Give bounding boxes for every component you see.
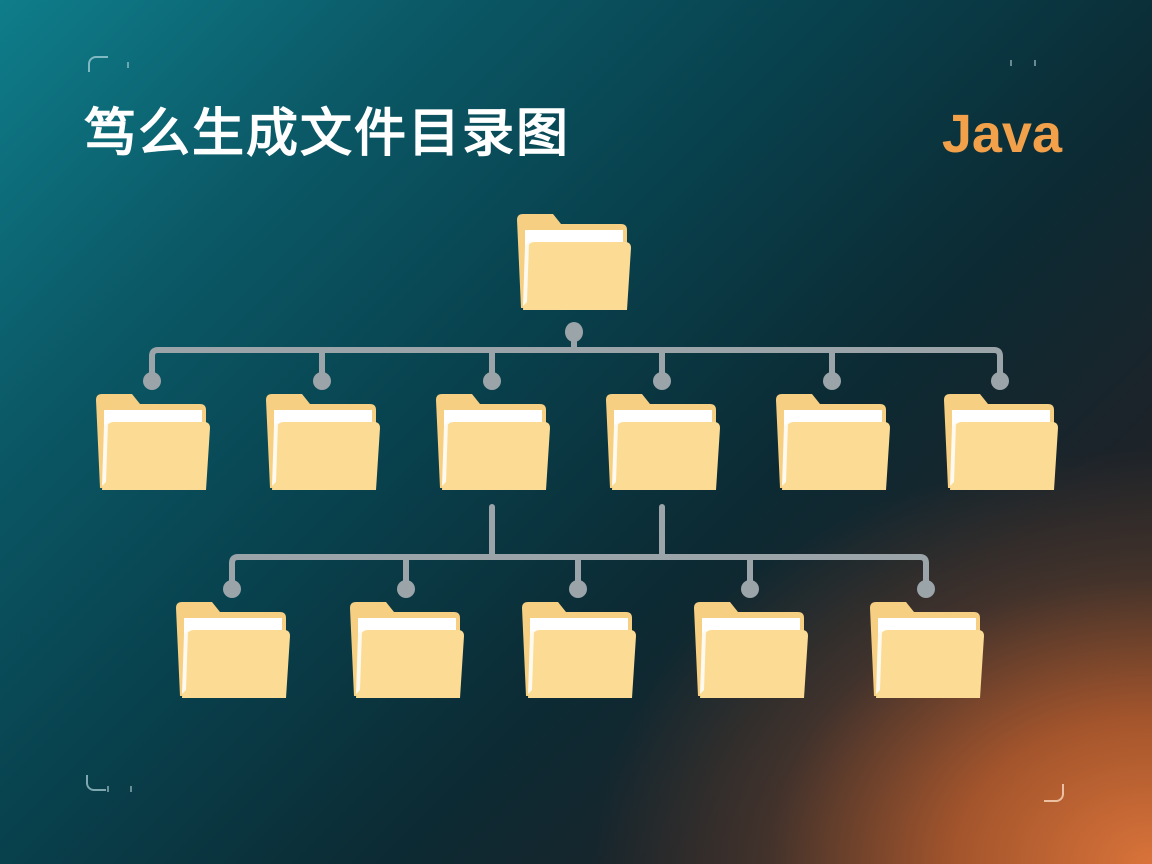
folder-icon: [436, 394, 550, 490]
level2-folder-2[interactable]: [346, 600, 468, 702]
folder-icon: [350, 602, 464, 698]
level1-folder-1[interactable]: [92, 392, 214, 494]
folder-icon: [606, 394, 720, 490]
corner-bracket-bottom-right: [1044, 784, 1064, 802]
folder-icon: [522, 602, 636, 698]
level2-folder-5[interactable]: [866, 600, 988, 702]
folder-icon: [517, 214, 631, 310]
folder-icon: [944, 394, 1058, 490]
level2-folder-4[interactable]: [690, 600, 812, 702]
corner-tick: [107, 786, 109, 792]
folder-icon: [694, 602, 808, 698]
level1-folder-6[interactable]: [940, 392, 1062, 494]
level2-folder-3[interactable]: [518, 600, 640, 702]
level1-folder-4[interactable]: [602, 392, 724, 494]
level1-folder-3[interactable]: [432, 392, 554, 494]
folder-icon: [96, 394, 210, 490]
corner-tick: [1034, 60, 1036, 66]
root-folder[interactable]: [513, 212, 635, 314]
folder-icon: [176, 602, 290, 698]
folder-icon: [776, 394, 890, 490]
corner-tick: [1010, 60, 1012, 66]
language-badge: Java: [941, 104, 1062, 164]
level2-folder-1[interactable]: [172, 600, 294, 702]
folder-icon: [870, 602, 984, 698]
page-title: 笃么生成文件目录图: [84, 104, 571, 164]
corner-tick: [130, 786, 132, 792]
corner-tick: [127, 62, 129, 68]
corner-bracket-bottom-left: [86, 775, 106, 791]
level1-folder-2[interactable]: [262, 392, 384, 494]
level1-folder-5[interactable]: [772, 392, 894, 494]
folder-icon: [266, 394, 380, 490]
corner-bracket-top-left: [88, 56, 108, 72]
